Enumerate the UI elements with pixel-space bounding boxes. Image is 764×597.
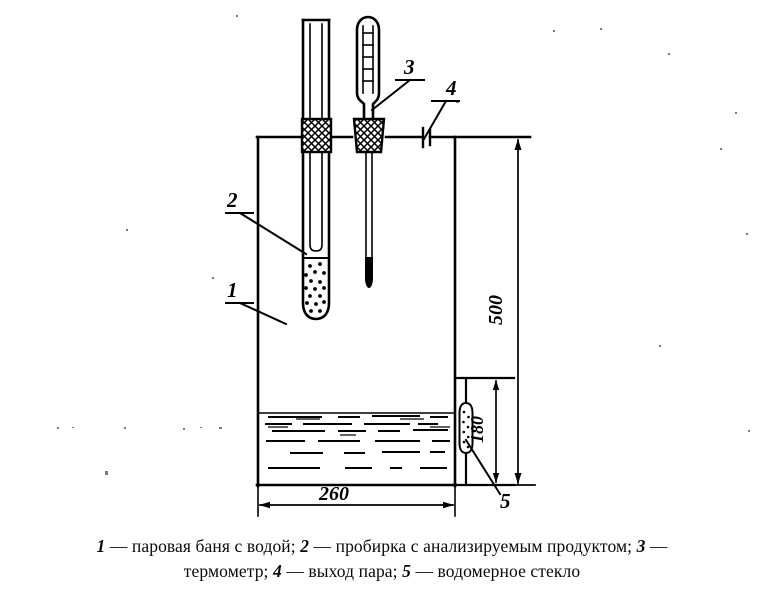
caption-text-6: — водомерное стекло (410, 561, 581, 581)
test-tube-stopper (300, 117, 333, 154)
vapour-outlet (421, 126, 432, 149)
caption-num-2: 2 (300, 536, 310, 556)
figure-drawing: 2 1 3 4 5 500 180 260 (57, 15, 750, 517)
dimension-text-180: 180 (467, 416, 487, 443)
caption-text-1: — паровая баня с водой; (105, 536, 301, 556)
apparatus-schematic: 2 1 3 4 5 500 180 260 (57, 15, 750, 517)
dimension-text-500: 500 (485, 295, 507, 325)
caption-line-1: 1 — паровая баня с водой; 2 — пробирка с… (0, 534, 764, 559)
callout-leaders (225, 78, 502, 496)
product-stipple (304, 262, 326, 313)
caption-text-5: — выход пара; (281, 561, 403, 581)
caption-text-3: — (645, 536, 668, 556)
caption-num-4: 4 (272, 561, 282, 581)
caption-text-2: — пробирка с анализируемым продуктом; (309, 536, 637, 556)
dimension-texts: 500 180 260 (318, 295, 507, 505)
water-fill (259, 412, 454, 469)
callout-label-3: 3 (403, 55, 415, 79)
caption-line-2: термометр; 4 — выход пара; 5 — водомерно… (0, 559, 764, 584)
callout-label-1: 1 (227, 278, 238, 302)
steam-bath-vessel (255, 135, 532, 488)
dimension-text-260: 260 (318, 483, 349, 505)
caption-text-4: термометр; (183, 561, 273, 581)
caption-num-1: 1 (96, 536, 106, 556)
water-gauge-glass (458, 401, 474, 455)
figure-caption: 1 — паровая баня с водой; 2 — пробирка с… (0, 534, 764, 584)
caption-num-5: 5 (402, 561, 411, 581)
test-tube (301, 18, 331, 321)
dimension-260 (257, 485, 456, 517)
callout-label-4: 4 (445, 76, 457, 100)
dimension-180 (492, 380, 500, 483)
thermometer (355, 15, 381, 289)
caption-num-3: 3 (636, 536, 646, 556)
thermometer-stopper (352, 117, 386, 154)
callout-label-5: 5 (500, 489, 511, 513)
callout-label-2: 2 (226, 188, 238, 212)
callout-labels: 2 1 3 4 5 (226, 55, 511, 513)
